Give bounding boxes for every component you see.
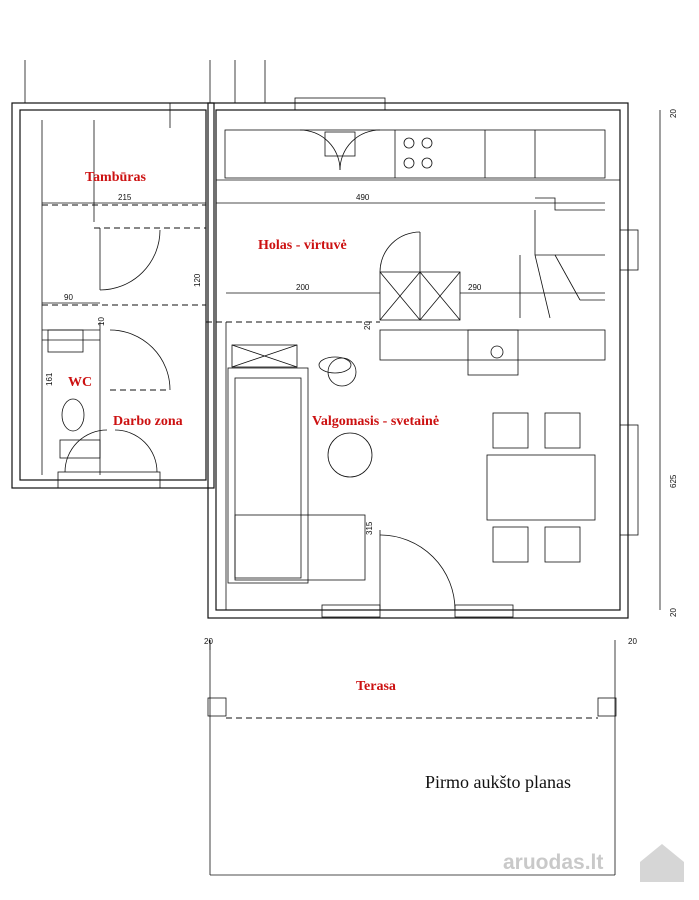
dimension-20-terrace-left: 20: [204, 637, 213, 646]
terrace: [207, 640, 617, 876]
dimension-10: 10: [97, 317, 106, 326]
living-doors: [321, 530, 514, 618]
dimension-20-right: 20: [669, 608, 678, 617]
dimension-490: 490: [356, 193, 370, 202]
dimension-315: 315: [365, 521, 374, 535]
interior-lines: [42, 179, 620, 610]
dimension-20-top: 20: [669, 109, 678, 118]
plan-title: Pirmo aukšto planas: [425, 772, 571, 792]
dimension-161: 161: [45, 372, 54, 386]
dimension-20-mid: 20: [363, 321, 372, 330]
room-label-terasa: Terasa: [356, 679, 396, 694]
room-label-wc: WC: [68, 375, 92, 390]
exterior-walls: [11, 60, 629, 619]
dimension-215: 215: [118, 193, 132, 202]
house-logo-icon: [640, 844, 684, 882]
dimension-20-terrace-right: 20: [628, 637, 637, 646]
right-windows: [619, 229, 639, 536]
dimension-lines: [42, 110, 661, 650]
dining-set: [486, 412, 596, 563]
kitchen-counter: [224, 97, 606, 179]
dimension-625: 625: [669, 474, 678, 488]
room-label-holas: Holas - virtuvė: [258, 238, 347, 253]
dimension-290: 290: [468, 283, 482, 292]
room-label-tamburas: Tambūras: [85, 170, 147, 185]
dimension-90: 90: [64, 293, 73, 302]
staircase: [379, 197, 605, 321]
wc-fixtures: [47, 329, 161, 489]
sofa: [227, 344, 366, 584]
person-figure: [318, 356, 357, 387]
coffee-table: [327, 432, 373, 478]
room-label-darbo-zona: Darbo zona: [113, 414, 183, 429]
room-label-valgomasis: Valgomasis - svetainė: [312, 414, 439, 429]
dimension-120: 120: [193, 273, 202, 287]
kitchen-island: [379, 329, 606, 376]
dimension-200: 200: [296, 283, 310, 292]
watermark-text: aruodas.lt: [503, 851, 603, 874]
